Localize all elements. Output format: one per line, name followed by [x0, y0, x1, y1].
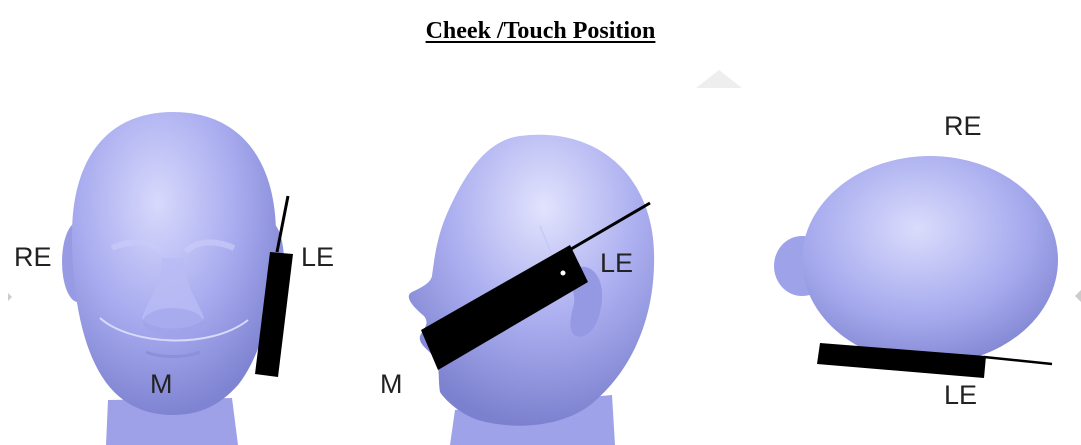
side-m-label: M — [380, 371, 403, 398]
front-phone-antenna — [277, 196, 288, 252]
front-re-label: RE — [14, 244, 52, 271]
top-phone-antenna — [984, 357, 1052, 364]
top-head — [774, 156, 1058, 364]
scroll-right-marker-icon — [1075, 290, 1081, 302]
front-le-label: LE — [301, 244, 334, 271]
side-le-label: LE — [600, 250, 633, 277]
side-phone-feedpoint — [561, 271, 566, 276]
top-le-label: LE — [944, 382, 977, 409]
scroll-left-marker-icon — [8, 293, 12, 301]
top-re-label: RE — [944, 113, 982, 140]
front-m-label: M — [150, 371, 173, 398]
front-head — [62, 112, 284, 445]
scroll-up-marker-icon — [696, 70, 742, 88]
